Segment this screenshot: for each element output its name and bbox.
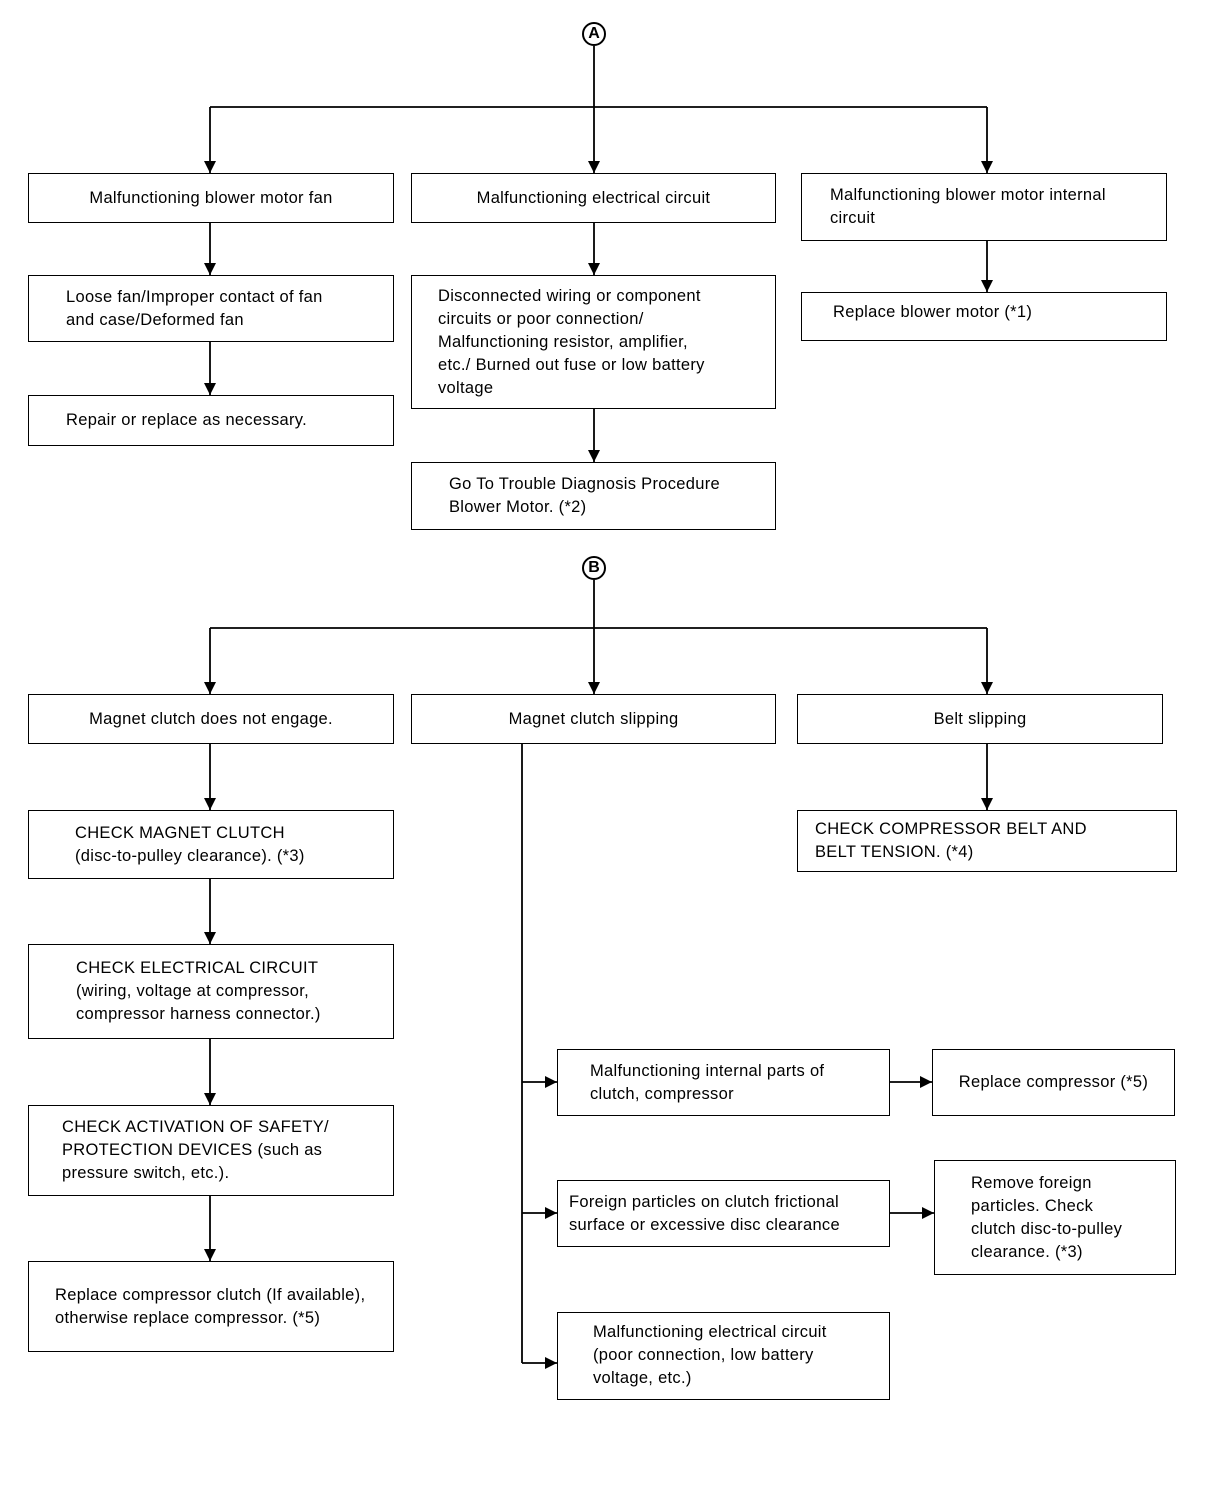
replace-clutch-text: Replace compressor clutch (If available)… (55, 1285, 366, 1327)
electrical-circuit-text: Malfunctioning electrical circuit (476, 188, 711, 207)
repair-replace-box: Repair or replace as necessary. (28, 395, 394, 446)
internal-circuit-box: Malfunctioning blower motor internal cir… (801, 173, 1167, 241)
loose-fan-box: Loose fan/Improper contact of fan and ca… (28, 275, 394, 342)
internal-parts-box: Malfunctioning internal parts of clutch,… (557, 1049, 890, 1116)
section-a-marker: A (582, 22, 606, 46)
clutch-not-engage-text: Magnet clutch does not engage. (89, 709, 333, 728)
check-belt-box: CHECK COMPRESSOR BELT AND BELT TENSION. … (797, 810, 1177, 872)
replace-clutch-box: Replace compressor clutch (If available)… (28, 1261, 394, 1352)
remove-foreign-particles-text: Remove foreign particles. Check clutch d… (971, 1173, 1123, 1261)
remove-foreign-particles-box: Remove foreign particles. Check clutch d… (934, 1160, 1176, 1275)
section-b-marker: B (582, 556, 606, 580)
electrical-circuit-slip-text: Malfunctioning electrical circuit (poor … (593, 1323, 827, 1387)
internal-parts-text: Malfunctioning internal parts of clutch,… (590, 1061, 825, 1103)
check-belt-text: CHECK COMPRESSOR BELT AND BELT TENSION. … (815, 820, 1087, 861)
belt-slipping-box: Belt slipping (797, 694, 1163, 744)
replace-blower-motor-box: Replace blower motor (*1) (801, 292, 1167, 341)
electrical-circuit-box: Malfunctioning electrical circuit (411, 173, 776, 223)
clutch-slipping-text: Magnet clutch slipping (508, 709, 679, 728)
clutch-slipping-box: Magnet clutch slipping (411, 694, 776, 744)
internal-circuit-text: Malfunctioning blower motor internal cir… (830, 186, 1106, 227)
foreign-particles-box: Foreign particles on clutch frictional s… (557, 1180, 890, 1247)
electrical-circuit-slip-box: Malfunctioning electrical circuit (poor … (557, 1312, 890, 1400)
foreign-particles-text: Foreign particles on clutch frictional s… (569, 1192, 840, 1234)
check-electrical-circuit-text: CHECK ELECTRICAL CIRCUIT (wiring, voltag… (76, 959, 321, 1023)
clutch-not-engage-box: Magnet clutch does not engage. (28, 694, 394, 744)
check-safety-devices-box: CHECK ACTIVATION OF SAFETY/ PROTECTION D… (28, 1105, 394, 1196)
disconnected-wiring-text: Disconnected wiring or component circuit… (438, 286, 705, 397)
replace-blower-motor-text: Replace blower motor (*1) (833, 303, 1033, 321)
loose-fan-text: Loose fan/Improper contact of fan and ca… (66, 287, 323, 329)
check-magnet-clutch-text: CHECK MAGNET CLUTCH (disc-to-pulley clea… (75, 823, 305, 865)
blower-motor-fan-text: Malfunctioning blower motor fan (89, 188, 333, 207)
blower-motor-fan-box: Malfunctioning blower motor fan (28, 173, 394, 223)
replace-compressor-text: Replace compressor (*5) (958, 1073, 1149, 1091)
check-magnet-clutch-box: CHECK MAGNET CLUTCH (disc-to-pulley clea… (28, 810, 394, 879)
replace-compressor-box: Replace compressor (*5) (932, 1049, 1175, 1116)
repair-replace-text: Repair or replace as necessary. (66, 411, 308, 429)
disconnected-wiring-box: Disconnected wiring or component circuit… (411, 275, 776, 409)
trouble-diagnosis-text: Go To Trouble Diagnosis Procedure Blower… (449, 475, 720, 516)
trouble-diagnosis-box: Go To Trouble Diagnosis Procedure Blower… (411, 462, 776, 530)
check-safety-devices-text: CHECK ACTIVATION OF SAFETY/ PROTECTION D… (62, 1118, 329, 1182)
belt-slipping-text: Belt slipping (933, 709, 1027, 728)
check-electrical-circuit-box: CHECK ELECTRICAL CIRCUIT (wiring, voltag… (28, 944, 394, 1039)
